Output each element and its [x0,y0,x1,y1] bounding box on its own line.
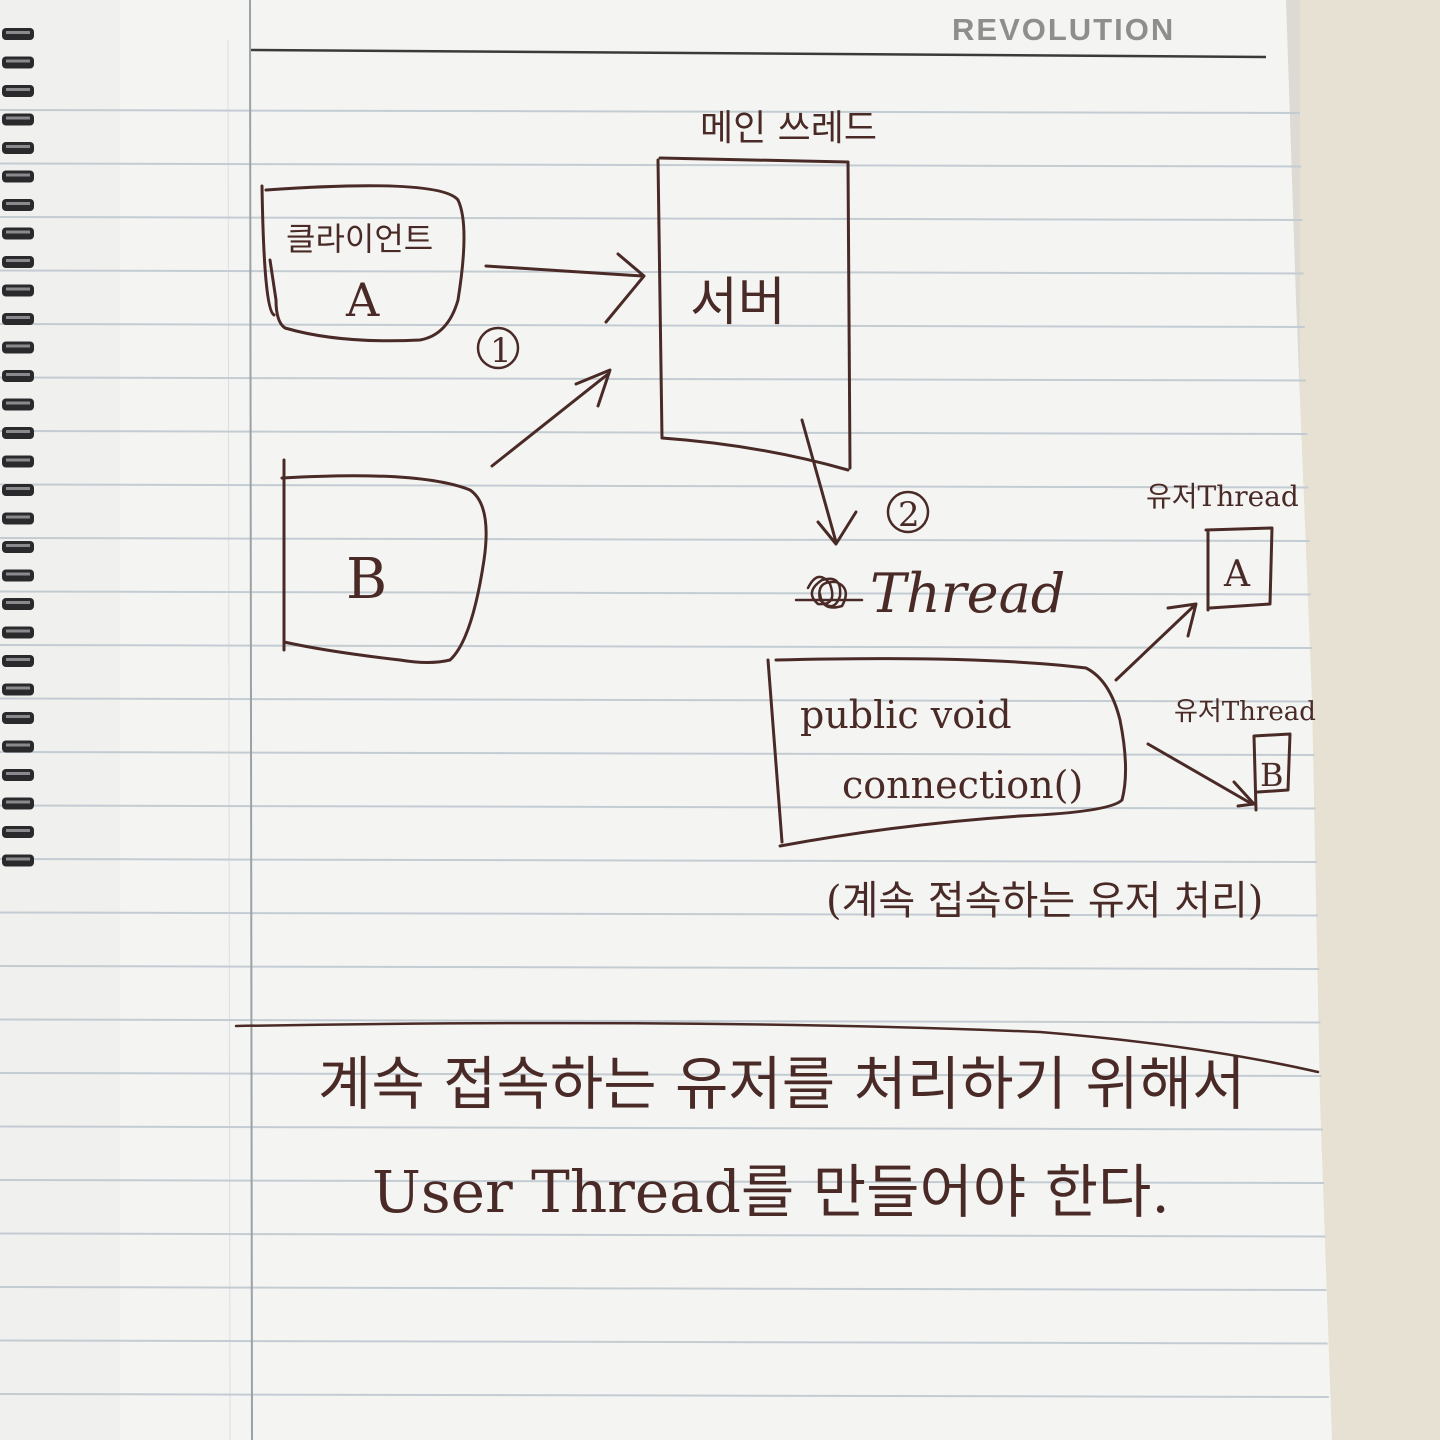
ruled-line [0,751,1315,756]
step2-circle [886,490,930,534]
ruled-line [0,1072,1322,1077]
scribble-icon [794,575,864,609]
spiral-highlight [6,857,30,861]
thread-label: Thread [870,562,1065,625]
margin-line [249,0,253,1440]
note-line2: User Thread를 만들어야 한다. [372,1158,1170,1226]
ruled-line [0,216,1303,221]
ruled-line [0,1018,1321,1024]
user-thread-a-box [1204,526,1274,612]
client-b-box [280,458,488,664]
ruled-lines [0,109,1329,1398]
spiral-highlight [6,829,30,832]
spiral-highlight [6,658,30,661]
spiral-highlight [6,230,30,234]
svg-text:1: 1 [490,331,512,371]
ruled-line [0,1125,1323,1131]
user-thread-a-letter: A [1223,554,1251,595]
spiral-highlight [6,173,30,177]
caption: (계속 접속하는 유저 처리) [826,878,1263,924]
user-thread-b-letter: B [1260,756,1284,794]
ruled-line [0,590,1311,596]
spiral-highlight [6,715,30,718]
spiral-highlight [6,401,30,405]
arrow-client-a-to-server [484,252,646,324]
arrow-to-user-thread-a [1114,602,1198,682]
brand-text: REVOLUTION [952,12,1175,47]
server-label: 서버 [690,273,786,333]
ruled-line [0,1179,1325,1184]
spiral-highlight [6,202,30,205]
spiral-highlight [6,772,30,775]
spiral-highlight [6,145,30,148]
spiral-highlight [6,629,30,633]
ruled-line [0,1232,1326,1238]
user-thread-b-label: 유저Thread [1174,697,1316,727]
ruled-line [0,323,1305,328]
note-line1: 계속 접속하는 유저를 처리하기 위해서 [318,1050,1246,1118]
spiral-highlight [6,430,30,433]
ruled-line [0,697,1314,703]
spiral-highlight [6,31,30,34]
client-a-letter: A [345,273,380,327]
spiral-highlight [6,601,30,604]
spiral-highlight [6,515,30,519]
client-a-box [260,184,466,343]
ruled-line [0,1339,1328,1345]
spiral-highlight [6,686,30,690]
arrow-to-user-thread-b [1146,742,1256,808]
ruled-line [0,965,1320,970]
client-a-title: 클라이언트 [286,220,433,258]
spiral-highlight [6,544,30,547]
spiral-highlight [6,458,30,462]
ruled-line [0,911,1319,917]
paper-sheet [0,0,1332,1440]
divider-line [234,1021,1320,1074]
spiral-highlight [6,344,30,348]
spiral-highlight [6,88,30,91]
arrow-server-to-thread [800,418,858,546]
ruled-line [0,483,1309,489]
ruled-line [0,162,1302,168]
connection-box [766,657,1128,848]
ruled-line [0,858,1317,863]
main-thread-label: 메인 쓰레드 [700,108,877,149]
svg-text:2: 2 [898,495,920,535]
spiral-highlight [6,572,30,576]
server-box [656,156,852,472]
spiral-highlight [6,259,30,262]
spiral-highlight [6,800,30,804]
ruled-line [0,537,1310,542]
step1-circle [476,326,520,370]
user-thread-a-label: 유저Thread [1146,480,1299,513]
spiral-highlight [6,743,30,747]
spiral-binding-icon [2,28,34,867]
spiral-highlight [6,116,30,120]
ruled-line [0,269,1304,275]
connection-code-line2: connection() [842,763,1083,807]
ruled-line [0,644,1313,649]
ruled-line [0,1393,1329,1398]
spiral-highlight [6,316,30,319]
spiral-highlight [6,373,30,376]
ruled-line [0,376,1307,382]
client-b-letter: B [346,547,387,612]
ruled-line [0,109,1301,114]
ruled-line [0,430,1308,435]
spiral-highlight [6,287,30,291]
ruled-line [0,1286,1327,1291]
arrow-client-b-to-server [490,368,612,468]
spiral-highlight [6,59,30,63]
user-thread-b-box [1252,732,1292,812]
header-rule [249,48,1267,59]
spiral-highlight [6,487,30,490]
connection-code-line1: public void [800,693,1012,737]
